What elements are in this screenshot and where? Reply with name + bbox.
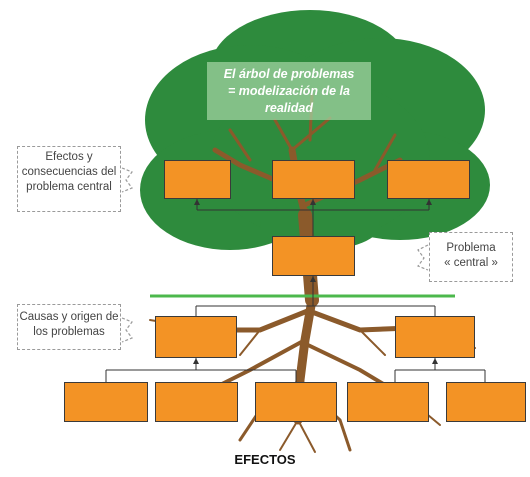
sub-cause-box-2	[155, 382, 238, 422]
sub-cause-box-5	[446, 382, 526, 422]
sub-cause-box-4	[347, 382, 429, 422]
central-problem-note: Problema « central »	[429, 232, 513, 282]
diagram-title-line2: = modelización de la realidad	[228, 84, 350, 115]
note-arrows	[121, 167, 429, 343]
sub-cause-box-1	[64, 382, 148, 422]
effects-note: Efectos y consecuencias del problema cen…	[17, 146, 121, 212]
effect-box-2	[272, 160, 355, 199]
sub-cause-box-3	[255, 382, 337, 422]
title-panel	[207, 62, 371, 120]
connector-arrowheads	[193, 199, 438, 364]
cause-box-1	[155, 316, 237, 358]
cause-box-2	[395, 316, 475, 358]
effect-box-3	[387, 160, 470, 199]
effect-box-1	[164, 160, 231, 199]
diagram-title: El árbol de problemas = modelización de …	[207, 66, 371, 117]
central-problem-box	[272, 236, 355, 276]
causes-note: Causas y origen de los problemas	[17, 304, 121, 350]
bottom-label: EFECTOS	[234, 452, 296, 467]
diagram-title-line1: El árbol de problemas	[223, 67, 355, 81]
connector-lines	[105, 199, 486, 382]
